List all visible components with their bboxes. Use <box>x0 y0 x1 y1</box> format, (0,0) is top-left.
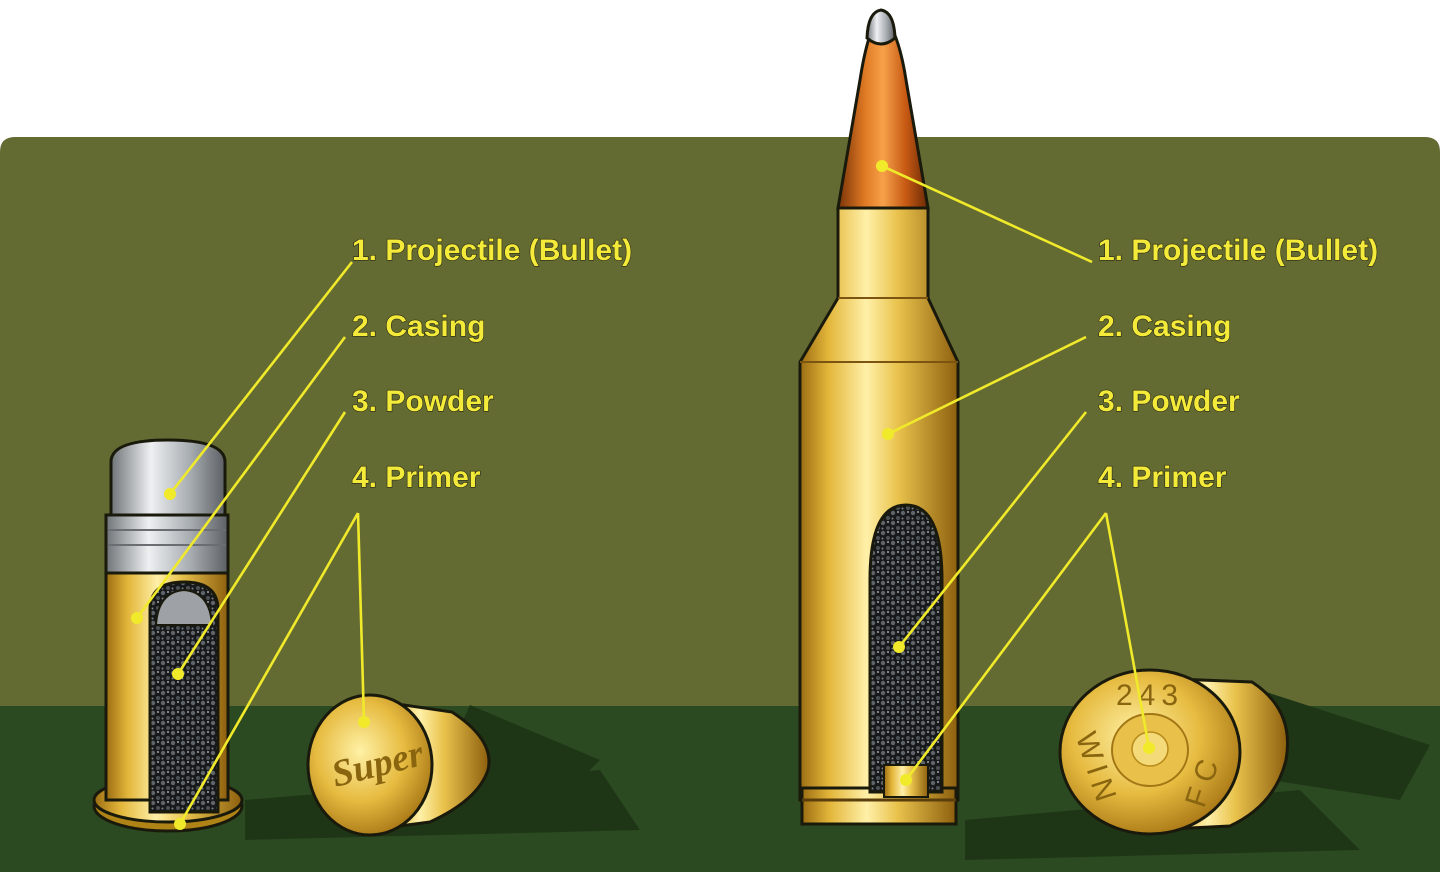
left-label-projectile: 1. Projectile (Bullet) <box>352 234 632 267</box>
right-cartridge <box>798 8 960 826</box>
right-label-casing: 2. Casing <box>1098 310 1231 343</box>
right-label-primer: 4. Primer <box>1098 461 1227 494</box>
right-label-projectile: 1. Projectile (Bullet) <box>1098 234 1378 267</box>
right-powder-cutaway <box>868 503 944 794</box>
right-labels: 1. Projectile (Bullet) 2. Casing 3. Powd… <box>1097 233 1378 494</box>
left-case-head: Super <box>306 693 491 837</box>
left-cartridge <box>92 438 244 833</box>
left-leaders <box>131 261 370 830</box>
left-label-powder: 3. Powder <box>352 385 494 418</box>
headstamp-caliber: 243 <box>1116 679 1184 712</box>
right-label-powder: 3. Powder <box>1098 385 1240 418</box>
left-label-primer: 4. Primer <box>352 461 481 494</box>
right-case-head: 243 WIN FC <box>1058 668 1290 836</box>
left-label-casing: 2. Casing <box>352 310 485 343</box>
right-leaders <box>876 160 1155 786</box>
left-labels: 1. Projectile (Bullet) 2. Casing 3. Powd… <box>351 233 632 494</box>
